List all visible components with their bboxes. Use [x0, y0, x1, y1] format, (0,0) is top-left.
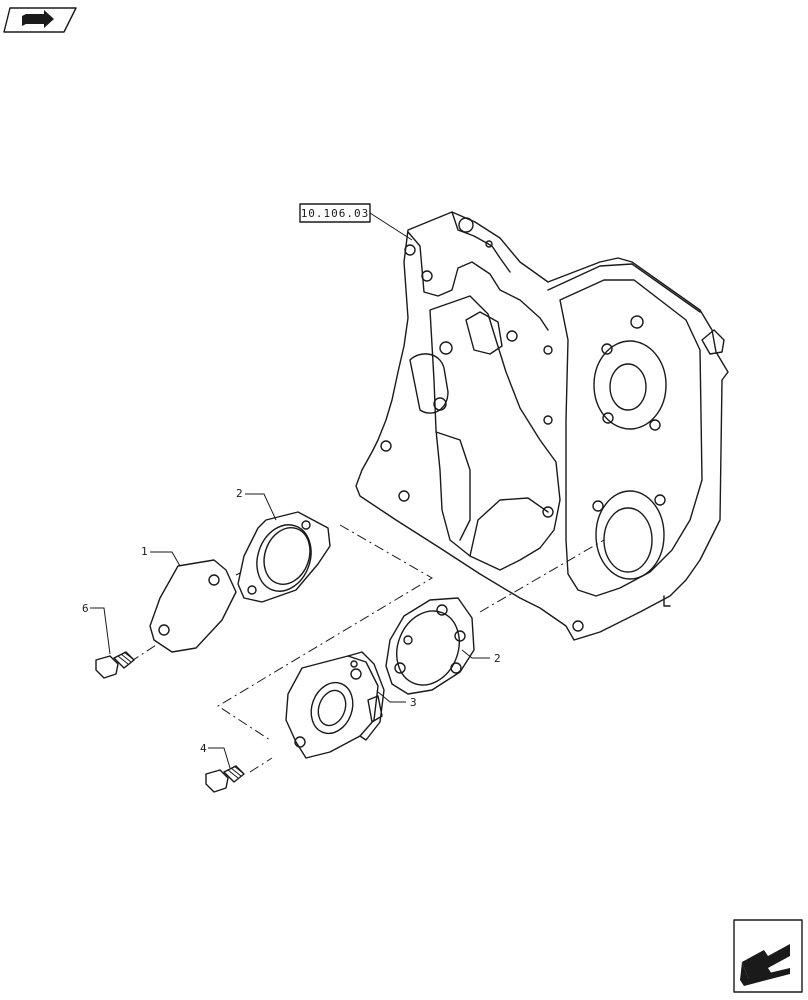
callout-3: 3 — [377, 691, 417, 709]
screw-4[interactable] — [205, 765, 245, 793]
callout-2-lower: 2 — [461, 649, 501, 665]
svg-text:10.106.03: 10.106.03 — [301, 207, 370, 220]
svg-text:1: 1 — [141, 545, 148, 558]
reference-label[interactable]: 10.106.03 — [299, 203, 413, 241]
book-arrow-icon[interactable] — [3, 7, 77, 33]
screw-6[interactable] — [95, 651, 135, 679]
pump-body[interactable] — [285, 651, 385, 759]
svg-text:2: 2 — [236, 487, 243, 500]
gasket-upper[interactable] — [237, 511, 331, 603]
callout-4: 4 — [200, 742, 231, 769]
gear-housing — [355, 211, 729, 641]
gasket-lower[interactable] — [385, 597, 475, 695]
callout-2-upper: 2 — [236, 487, 277, 521]
callout-6: 6 — [82, 602, 111, 655]
svg-text:6: 6 — [82, 602, 89, 615]
svg-text:2: 2 — [494, 652, 501, 665]
svg-text:4: 4 — [200, 742, 207, 755]
next-page-arrow-icon[interactable] — [733, 919, 803, 993]
svg-text:3: 3 — [410, 696, 417, 709]
callout-1: 1 — [141, 545, 181, 567]
cover-plate[interactable] — [149, 559, 237, 653]
